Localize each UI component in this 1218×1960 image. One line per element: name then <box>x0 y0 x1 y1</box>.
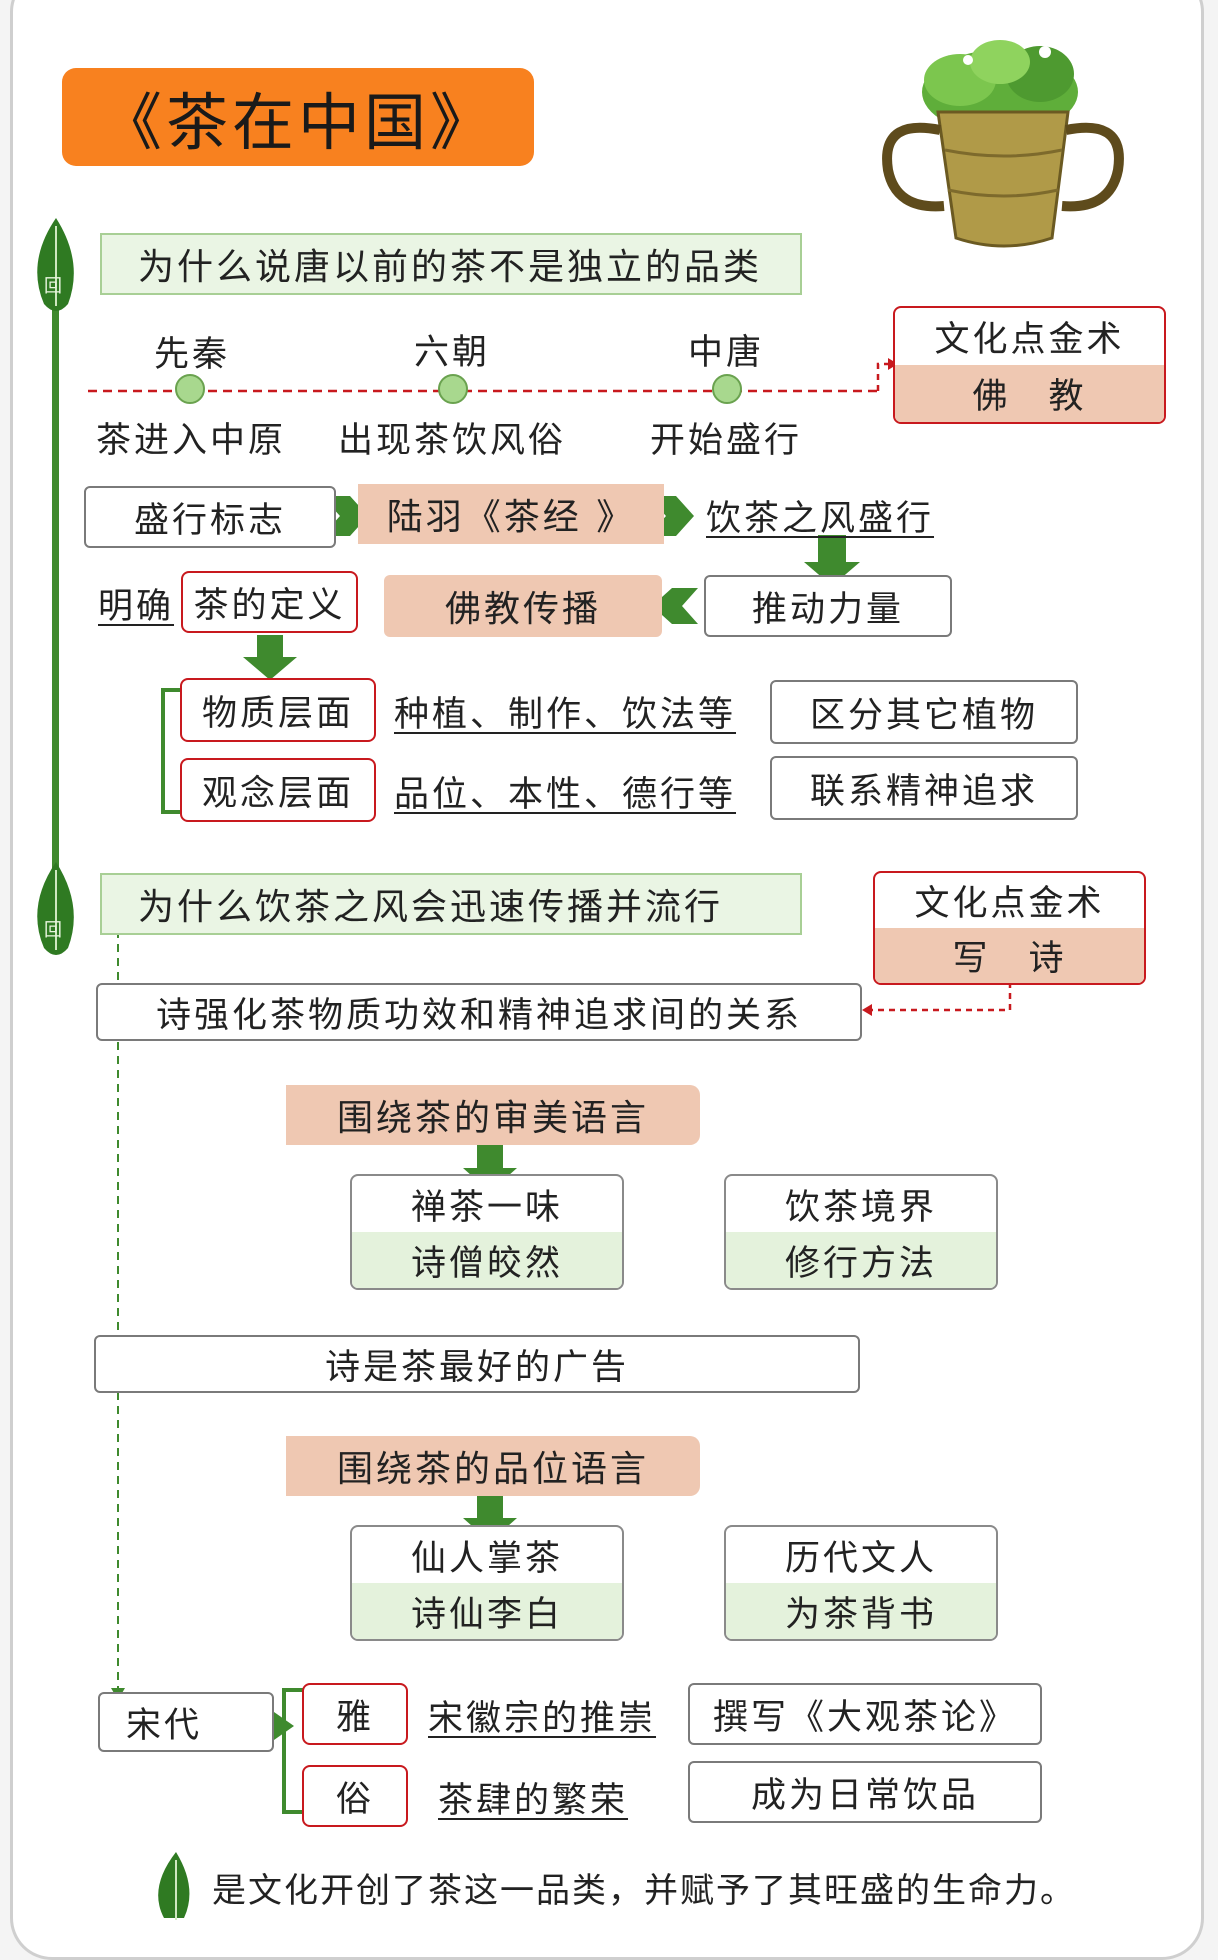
timeline-period-2: 六朝 <box>414 333 491 373</box>
grade-right-line1: 历代文人 <box>784 1538 937 1579</box>
level-material-detail: 种植、制作、饮法等 <box>394 695 737 735</box>
leaf-icon-section2: 回 <box>37 862 74 955</box>
culture-box-value: 写 诗 <box>875 928 1144 983</box>
aesthetic-right-line2: 修行方法 <box>726 1232 996 1288</box>
timeline-to-culture-connector <box>876 362 890 391</box>
timeline-period-1: 先秦 <box>154 335 231 375</box>
tea-cup-icon <box>882 110 1124 248</box>
song-elegant-detail: 宋徽宗的推崇 <box>428 1699 657 1739</box>
down-arrow-trend-to-force <box>804 535 860 586</box>
culture-box-value: 佛 教 <box>895 365 1164 422</box>
aesthetic-header: 围绕茶的审美语言 <box>286 1085 700 1145</box>
leaf-markers: 回 回 <box>37 218 190 1920</box>
aesthetic-down-arrow <box>463 1145 517 1192</box>
culture-box-title: 文化点金术 <box>934 320 1125 360</box>
section1-question: 为什么说唐以前的茶不是独立的品类 <box>100 233 802 295</box>
timeline-dot-2 <box>438 374 468 404</box>
aesthetic-left-line2: 诗僧皎然 <box>352 1232 622 1288</box>
conclusion-text: 是文化开创了茶这一品类，并赋予了其旺盛的生命力。 <box>212 1871 1076 1911</box>
main-spine-line <box>52 285 59 880</box>
level-concept-result: 联系精神追求 <box>770 756 1078 820</box>
book-box: 陆羽《茶经 》 <box>358 484 664 544</box>
poem-arrow-head <box>862 1004 872 1016</box>
song-label-box: 宋代 <box>98 1692 274 1752</box>
culture-box-title: 文化点金术 <box>914 884 1105 924</box>
aesthetic-left-box: 禅茶一味 诗僧皎然 <box>350 1174 624 1290</box>
timeline-period-3: 中唐 <box>688 333 765 373</box>
song-popular-tag: 俗 <box>302 1765 408 1827</box>
ad-box: 诗是茶最好的广告 <box>94 1335 860 1393</box>
grade-left-box: 仙人掌茶 诗仙李白 <box>350 1525 624 1641</box>
level-concept-box: 观念层面 <box>180 758 376 822</box>
trend-text: 饮茶之风盛行 <box>706 499 935 539</box>
poem-culture-connector <box>870 982 1012 1012</box>
grade-left-line1: 仙人掌茶 <box>410 1538 563 1579</box>
leaf-icon-section1: 回 <box>37 218 74 311</box>
definition-box: 茶的定义 <box>181 571 358 633</box>
force-box: 推动力量 <box>704 575 952 637</box>
song-popular-detail: 茶肆的繁荣 <box>438 1781 629 1821</box>
down-arrow-definition-to-levels <box>243 635 297 680</box>
aesthetic-right-line1: 饮茶境界 <box>784 1187 937 1228</box>
aesthetic-right-box: 饮茶境界 修行方法 <box>724 1174 998 1290</box>
timeline-event-1: 茶进入中原 <box>96 421 287 461</box>
song-popular-result: 成为日常饮品 <box>688 1761 1042 1823</box>
song-elegant-tag: 雅 <box>302 1683 408 1745</box>
culture-box-poetry: 文化点金术 写 诗 <box>873 871 1146 985</box>
timeline-event-2: 出现茶饮风俗 <box>338 421 567 461</box>
svg-text:回: 回 <box>44 920 62 941</box>
svg-text:回: 回 <box>44 276 62 297</box>
levels-bracket <box>161 688 183 814</box>
level-material-result: 区分其它植物 <box>770 680 1078 744</box>
song-elegant-result: 撰写《大观茶论》 <box>688 1683 1042 1745</box>
page-title: 《茶在中国》 <box>62 68 534 166</box>
section2-question: 为什么饮茶之风会迅速传播并流行 <box>100 873 802 935</box>
leaf-icon-conclusion <box>158 1852 190 1920</box>
tea-pot-illustration <box>882 40 1124 248</box>
level-material-box: 物质层面 <box>180 678 376 742</box>
grade-header: 围绕茶的品位语言 <box>286 1436 700 1496</box>
clear-label: 明确 <box>98 587 175 627</box>
grade-right-line2: 为茶背书 <box>726 1583 996 1639</box>
chevron-force-to-buddhism <box>652 588 698 624</box>
timeline-event-3: 开始盛行 <box>650 421 803 461</box>
song-bracket <box>282 1688 306 1814</box>
timeline-dot-3 <box>712 374 742 404</box>
aesthetic-left-line1: 禅茶一味 <box>410 1187 563 1228</box>
culture-box-buddhism: 文化点金术 佛 教 <box>893 306 1166 424</box>
buddhism-spread-box: 佛教传播 <box>384 575 662 637</box>
grade-right-box: 历代文人 为茶背书 <box>724 1525 998 1641</box>
grade-left-line2: 诗仙李白 <box>352 1583 622 1639</box>
level-concept-detail: 品位、本性、德行等 <box>394 775 737 815</box>
poem-relation-box: 诗强化茶物质功效和精神追求间的关系 <box>96 983 862 1041</box>
sign-box: 盛行标志 <box>84 486 336 548</box>
grade-down-arrow <box>463 1496 517 1542</box>
timeline-dot-1 <box>175 374 205 404</box>
